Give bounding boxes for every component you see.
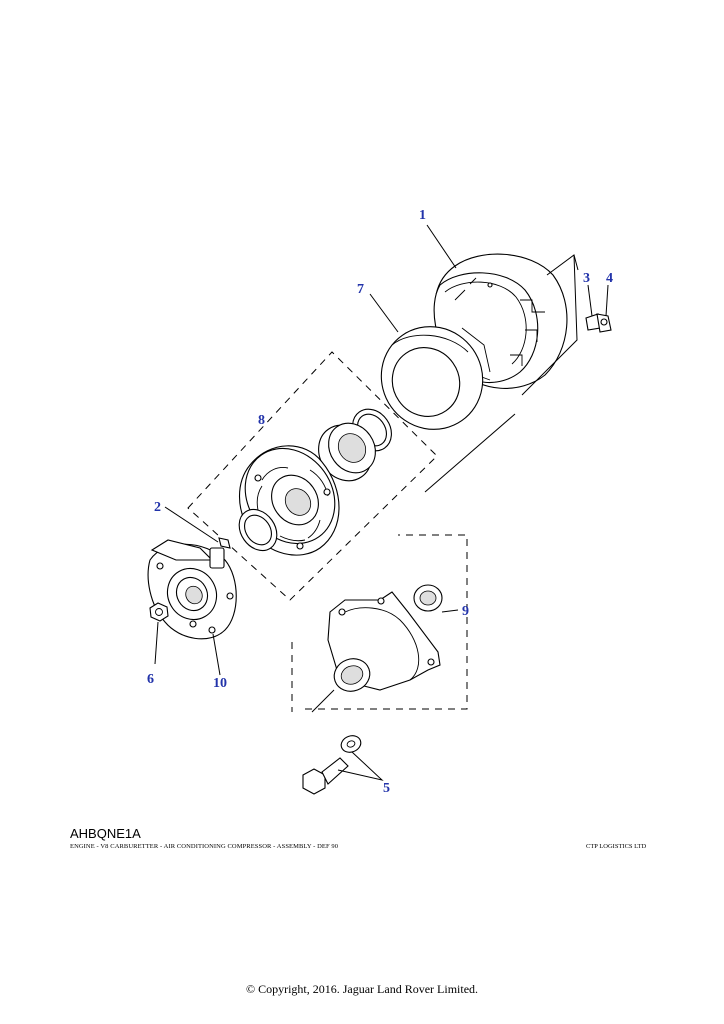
drawing-code: AHBQNE1A (70, 826, 141, 841)
callout-4: 4 (606, 271, 613, 286)
part-9-group (291, 534, 468, 712)
leader-lines (154, 224, 609, 781)
callout-5: 5 (383, 781, 390, 796)
diagram-caption: ENGINE - V8 CARBURETTER - AIR CONDITIONI… (70, 843, 339, 850)
part-2-key (218, 537, 231, 549)
callout-7: 7 (357, 282, 364, 297)
part-10-front-plate (147, 539, 237, 640)
callout-6: 6 (147, 672, 154, 687)
callout-3: 3 (583, 271, 590, 286)
supplier-label: CTP LOGISTICS LTD (586, 843, 647, 850)
part-5-bolt-washer (302, 735, 362, 795)
callout-9: 9 (462, 604, 469, 619)
part-3-4-connector (585, 313, 612, 333)
callout-10: 10 (213, 676, 227, 691)
part-6-nut (149, 602, 169, 622)
part-7-coil-ring (380, 326, 491, 430)
callouts: 1 2 3 4 5 6 7 8 9 10 (147, 208, 613, 796)
callout-8: 8 (258, 413, 265, 428)
callout-2: 2 (154, 500, 161, 515)
copyright-notice: © Copyright, 2016. Jaguar Land Rover Lim… (245, 982, 479, 996)
part-8-group (187, 351, 438, 601)
callout-1: 1 (419, 208, 426, 223)
